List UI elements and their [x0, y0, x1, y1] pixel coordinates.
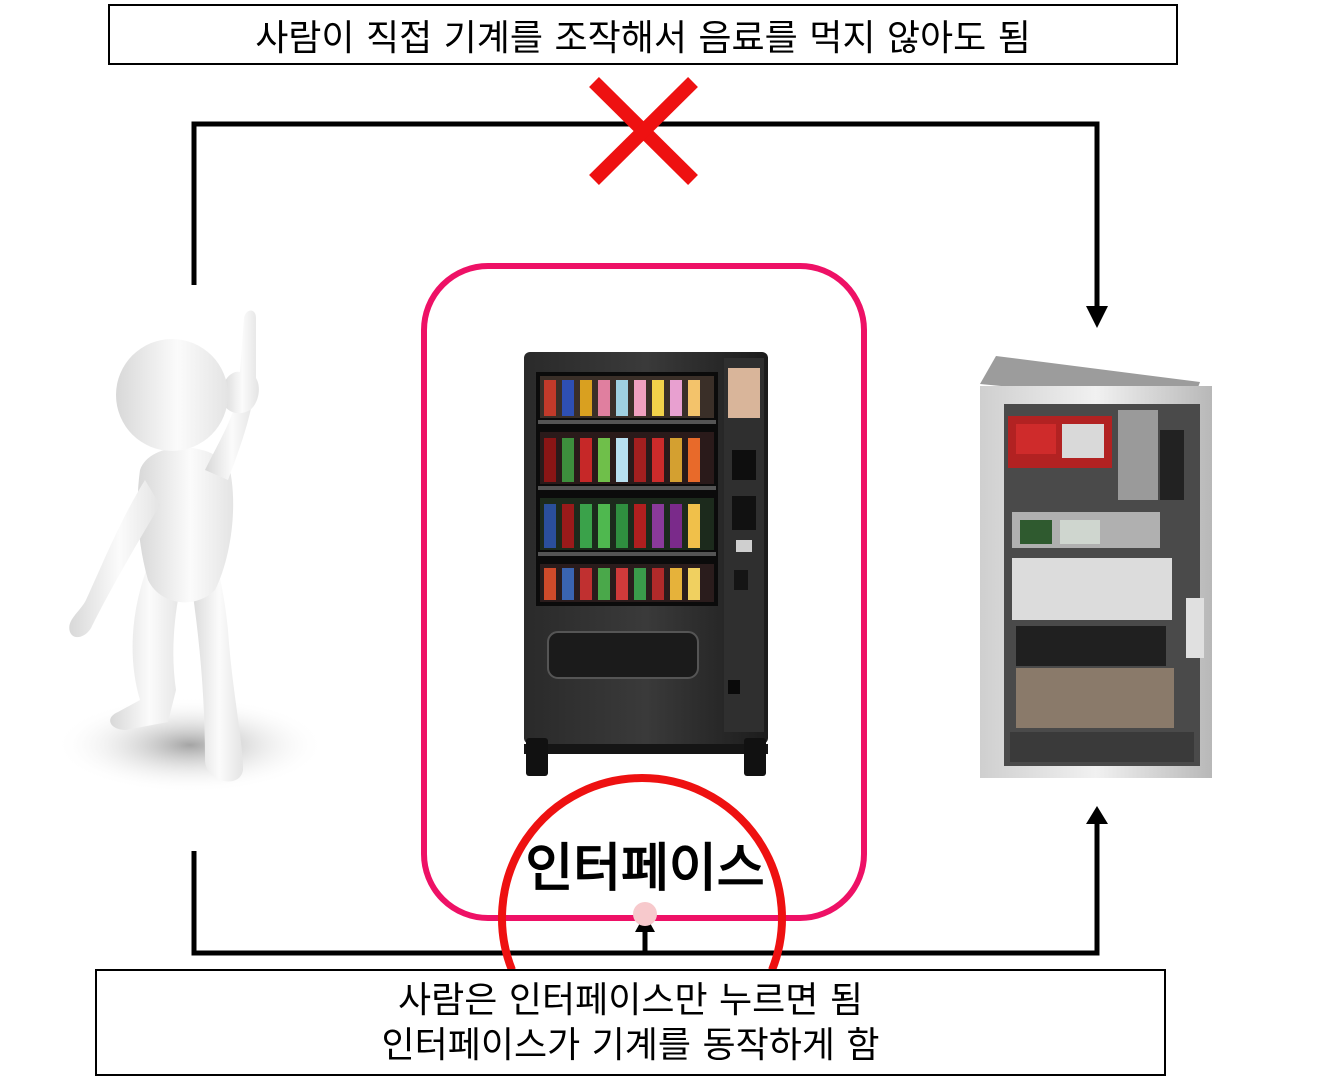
bottom-caption-line1: 사람은 인터페이스만 누르면 됨 — [398, 979, 863, 1021]
connector-dot — [633, 902, 657, 926]
interface-label-text: 인터페이스 — [525, 839, 765, 899]
top-caption: 사람이 직접 기계를 조작해서 음료를 먹지 않아도 됨 — [108, 4, 1178, 65]
drink-rows — [538, 376, 716, 602]
bottom-caption: 사람은 인터페이스만 누르면 됨 인터페이스가 기계를 동작하게 함 — [95, 969, 1166, 1076]
control-cabinet-image — [980, 356, 1212, 778]
top-connector-line — [191, 121, 1108, 328]
bottom-caption-line2: 인터페이스가 기계를 동작하게 함 — [381, 1024, 880, 1066]
interface-label: 인터페이스 — [430, 826, 860, 901]
vending-machine-image — [524, 352, 768, 776]
interface-circle — [498, 774, 786, 972]
person-figure — [55, 310, 325, 793]
top-caption-text: 사람이 직접 기계를 조작해서 음료를 먹지 않아도 됨 — [255, 17, 1031, 59]
blocked-x-icon — [589, 77, 698, 185]
